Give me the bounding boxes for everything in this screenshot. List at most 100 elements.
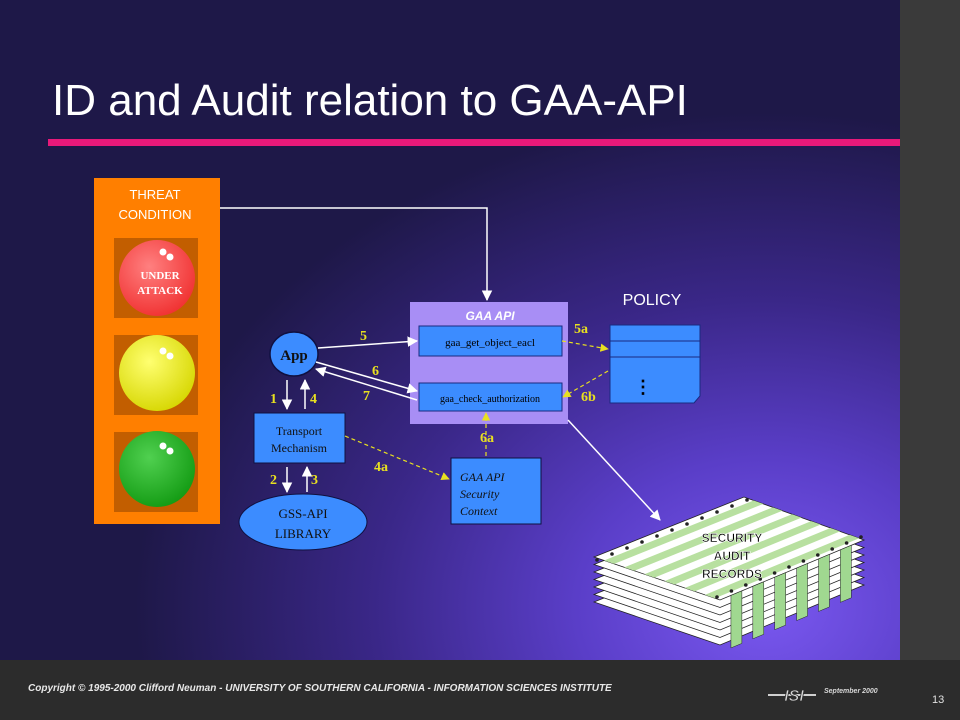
audit-sprocket-hole: [670, 528, 674, 532]
transport-line2: Mechanism: [271, 441, 328, 455]
step-2: 2: [270, 473, 277, 488]
architecture-diagram: THREAT CONDITION UNDER ATTACK GAA API ga…: [94, 178, 866, 649]
arrow-step-4a: [344, 435, 450, 480]
audit-label-line1: SECURITY: [702, 531, 763, 545]
slide-date: September 2000: [824, 688, 878, 695]
threat-label-line1: THREAT: [129, 187, 180, 202]
audit-sprocket-hole: [655, 534, 659, 538]
security-context-box: [450, 457, 542, 525]
audit-record-stripe: [684, 527, 840, 592]
isi-logo: ISI: [768, 688, 816, 704]
red-light-glint: [159, 248, 167, 256]
policy-document: POLICY ⋮: [609, 292, 701, 404]
arrow-step-5a: [561, 340, 609, 352]
right-margin-band: [900, 0, 960, 720]
green-light: [119, 431, 195, 507]
audit-sprocket-hole: [730, 504, 734, 508]
audit-sprocket-hole: [830, 547, 834, 551]
audit-label-line2: AUDIT: [714, 549, 751, 563]
gss-api-library-node: [238, 493, 368, 551]
under-attack-line2: ATTACK: [137, 285, 183, 297]
audit-record-tab: [730, 590, 743, 649]
audit-sprocket-hole: [744, 583, 748, 587]
audit-sprocket-hole: [816, 553, 820, 557]
gss-library-line1: GSS-API: [278, 506, 327, 521]
audit-record-stripe: [664, 521, 821, 585]
audit-sprocket-hole: [729, 589, 734, 593]
gaa-api-box: GAA API gaa_get_object_eacl gaa_check_au…: [410, 302, 568, 424]
audit-record-stripe: [644, 514, 802, 578]
slide-title: ID and Audit relation to GAA-API: [52, 76, 688, 125]
audit-record-tab: [752, 581, 765, 640]
threat-to-gaa-arrow: [220, 207, 493, 302]
gaa-get-object-eacl-box: [418, 325, 563, 357]
title-rule: [48, 139, 900, 146]
audit-sprocket-hole: [625, 546, 629, 550]
under-attack-line1: UNDER: [140, 270, 180, 282]
audit-sprocket-hole: [844, 541, 849, 545]
audit-record-tab: [818, 554, 830, 612]
app-node: [269, 331, 319, 377]
transport-mechanism-box: [253, 412, 346, 464]
step-6: 6: [372, 364, 379, 379]
audit-sprocket-hole: [801, 559, 806, 563]
red-light: [119, 240, 195, 316]
policy-page: [609, 324, 701, 404]
threat-label-line2: CONDITION: [119, 207, 192, 222]
audit-record-tab: [774, 572, 786, 631]
step-7: 7: [363, 389, 370, 404]
app-label: App: [280, 348, 308, 364]
audit-record-stripe: [624, 507, 783, 571]
audit-sprocket-hole: [640, 540, 644, 544]
audit-sprocket-hole: [745, 498, 749, 502]
audit-sprocket-hole: [715, 510, 719, 514]
step-4a: 4a: [374, 460, 388, 475]
yellow-light-glint: [159, 347, 167, 355]
step-1: 1: [270, 392, 277, 407]
policy-label: POLICY: [623, 292, 682, 309]
gaa-check-authorization-label: gaa_check_authorization: [440, 394, 540, 405]
page-number: 13: [932, 694, 945, 706]
audit-sprocket-hole: [787, 565, 791, 569]
audit-record-tab: [796, 563, 808, 621]
arrow-step-7: [314, 366, 418, 401]
gaa-check-authorization-box: [418, 382, 563, 412]
audit-sprocket-hole: [700, 516, 704, 520]
footer-band: [0, 660, 960, 720]
gaa-to-audit-arrow: [567, 419, 661, 521]
arrow-step-6: [315, 361, 419, 394]
audit-sprocket-hole: [595, 558, 599, 562]
step-4: 4: [310, 392, 317, 407]
step-6b: 6b: [581, 390, 596, 405]
security-context-line3: Context: [460, 504, 498, 518]
copyright-notice: Copyright © 1995-2000 Clifford Neuman - …: [28, 683, 612, 694]
audit-sprocket-hole: [758, 577, 762, 581]
gaa-get-object-eacl-label: gaa_get_object_eacl: [445, 337, 535, 349]
step-6a: 6a: [480, 431, 494, 446]
gss-library-line2: LIBRARY: [275, 526, 332, 541]
transport-line1: Transport: [276, 424, 323, 438]
step-3: 3: [311, 473, 318, 488]
audit-label-line3: RECORDS: [702, 567, 762, 581]
audit-sprocket-hole: [685, 522, 689, 526]
policy-ellipsis: ⋮: [634, 377, 652, 397]
step-5: 5: [360, 329, 367, 344]
audit-sprocket-hole: [772, 571, 777, 575]
security-context-line2: Security: [460, 487, 500, 501]
audit-record-stripe: [704, 534, 860, 599]
security-context-line1: GAA API: [460, 470, 506, 484]
audit-sprocket-hole: [859, 535, 863, 539]
gaa-api-header: GAA API: [465, 309, 515, 323]
yellow-light: [119, 335, 195, 411]
audit-sprocket-hole: [715, 595, 719, 599]
arrow-step-6b: [562, 370, 609, 398]
isi-logo-text: ISI: [784, 688, 804, 704]
threat-condition-panel: THREAT CONDITION UNDER ATTACK: [94, 178, 220, 524]
arrow-step-5: [317, 336, 419, 349]
audit-sprocket-hole: [610, 552, 614, 556]
security-audit-records: [592, 496, 866, 649]
audit-record-stripe: [604, 500, 764, 564]
audit-record-tab: [840, 544, 852, 603]
green-light-glint: [159, 442, 167, 450]
step-5a: 5a: [574, 322, 588, 337]
